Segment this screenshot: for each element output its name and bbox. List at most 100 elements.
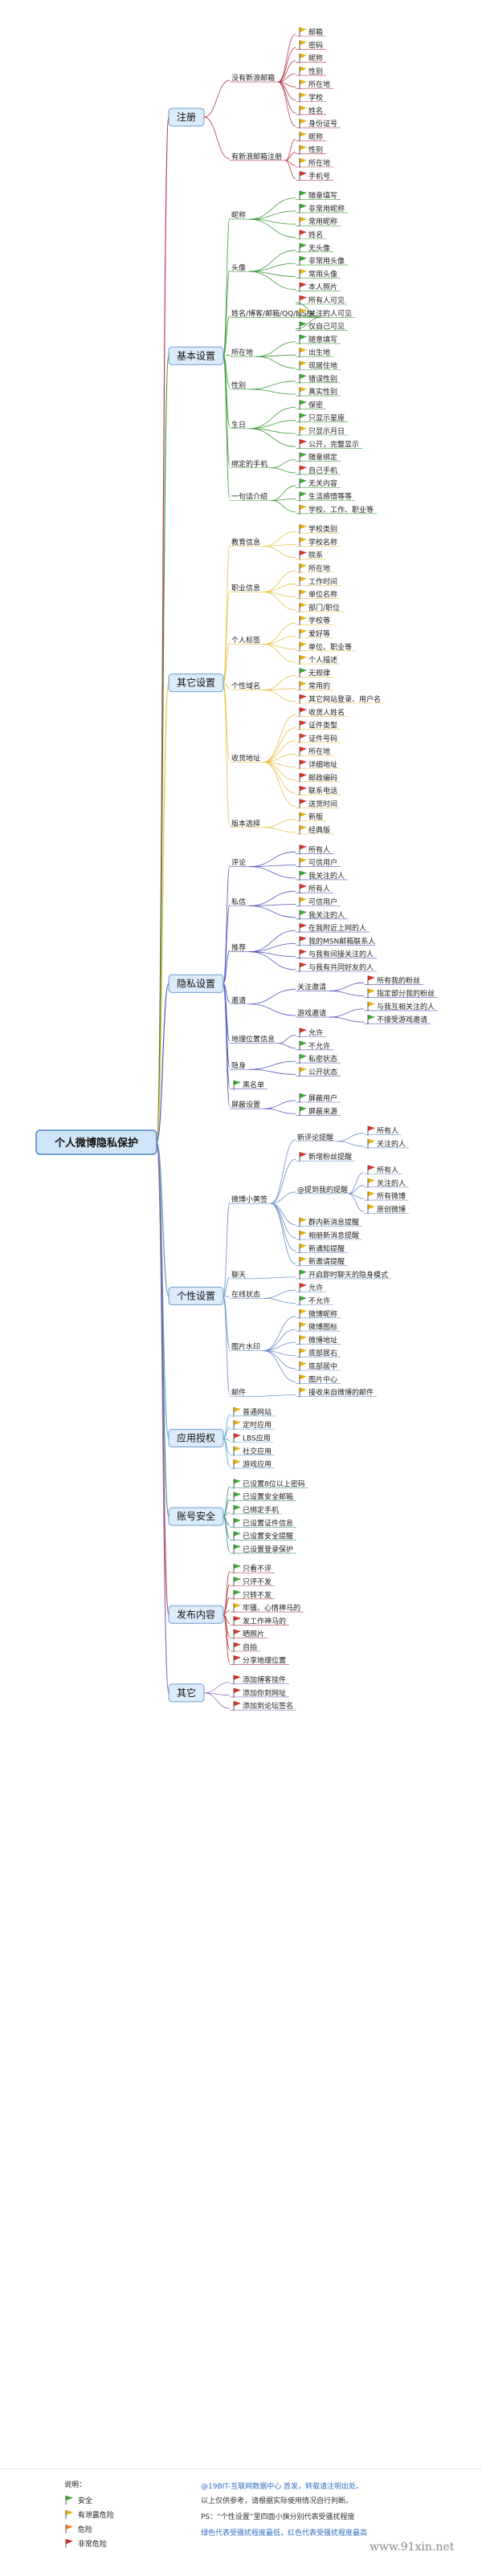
mindmap-node: 允许 xyxy=(263,1283,326,1299)
category-label: 版本选择 xyxy=(231,819,260,828)
connector-line xyxy=(223,983,231,1108)
connector-line xyxy=(263,740,296,763)
option-label: 随意绑定 xyxy=(308,453,337,462)
mindmap-node: 学校类别 xyxy=(263,524,341,547)
connector-line xyxy=(223,1295,231,1349)
flag-shape xyxy=(300,1348,307,1353)
connector-line xyxy=(156,983,170,1143)
mindmap-node: 单位、职业等 xyxy=(263,641,355,652)
mindmap-node: 个人描述 xyxy=(263,644,341,665)
mindmap-node: 不接受游戏邀请 xyxy=(329,1015,431,1025)
option-label: 与我互相关注的人 xyxy=(377,1002,435,1011)
mindmap-node: 公开状态 xyxy=(248,1067,341,1077)
option-label: 收货人姓名 xyxy=(308,707,345,717)
mindmap-node: 不允许 xyxy=(277,1040,333,1051)
flag-shape xyxy=(300,694,307,699)
flag-shape xyxy=(300,1387,307,1393)
option-label: 添加到论坛签名 xyxy=(243,1701,293,1711)
connector-line xyxy=(263,1350,296,1382)
flag-shape xyxy=(234,1642,241,1647)
option-label: 不接受游戏邀请 xyxy=(377,1015,427,1024)
flag-shape xyxy=(300,576,307,582)
mindmap-node: 相册新消息提醒 xyxy=(270,1203,362,1240)
option-label: 已设置安全邮箱 xyxy=(243,1492,293,1502)
category-label: 地理位置信息 xyxy=(231,1035,275,1044)
mindmap-node: 其它设置 xyxy=(156,674,224,1143)
flag-shape xyxy=(368,1178,375,1183)
flag-shape xyxy=(300,747,307,752)
option-label: 新版 xyxy=(308,812,323,822)
mindmap-node: @提到我的提醒 xyxy=(270,1185,349,1204)
option-label: 牢骚、心情神马的 xyxy=(243,1603,300,1613)
option-label: 只评不发 xyxy=(243,1577,272,1587)
connector-line xyxy=(223,983,231,1003)
watermark: www.91xin.net xyxy=(370,2541,455,2554)
flag-shape xyxy=(368,1001,375,1007)
option-label: 相册新消息提醒 xyxy=(308,1231,359,1240)
option-label: 自己手机 xyxy=(308,466,337,475)
flag-shape xyxy=(234,1544,241,1549)
option-label: 底部居中 xyxy=(308,1361,337,1371)
mindmap-node: 开启即时聊天的隐身模式 xyxy=(248,1269,391,1280)
mindmap-node: 性别 xyxy=(277,66,326,83)
option-label: 个人描述 xyxy=(308,655,337,665)
mindmap-node: 可信用户 xyxy=(248,857,341,868)
mindmap-node: 所有人 xyxy=(348,1165,402,1194)
mindmap-node: 学校、工作、职业等 xyxy=(270,500,377,515)
connector-line xyxy=(248,905,296,918)
option-label: 开启即时聊天的隐身模式 xyxy=(308,1270,388,1280)
mindmap-node: 已设置安全邮箱 xyxy=(223,1491,296,1517)
connector-line xyxy=(329,982,365,991)
flag-shape xyxy=(300,1028,307,1033)
option-label: 屏蔽来源 xyxy=(308,1106,337,1116)
option-label: 发工作神马的 xyxy=(243,1616,286,1626)
mindmap-node: 所有人可见 xyxy=(295,295,348,318)
flag-shape xyxy=(300,321,307,327)
category-label: 个人标签 xyxy=(231,636,260,645)
flag-shape xyxy=(300,799,307,804)
connector-line xyxy=(263,546,296,559)
connector-line xyxy=(263,636,296,645)
flag-shape xyxy=(300,897,307,902)
option-label: 屏蔽用户 xyxy=(308,1093,337,1103)
connector-line xyxy=(248,930,296,952)
flag-shape xyxy=(300,681,307,686)
note-line-4: 绿色代表受骚扰程度最低，红色代表受骚扰程度最高 xyxy=(201,2529,368,2537)
option-label: 经典版 xyxy=(308,825,330,835)
connector-line xyxy=(248,1068,296,1075)
option-label: 联系电话 xyxy=(308,786,337,796)
option-label: 不允许 xyxy=(308,1041,330,1051)
mindmap-node: 与我有共同好友的人 xyxy=(248,951,377,972)
flag-shape xyxy=(368,988,375,994)
flag-shape xyxy=(300,66,307,71)
category-label: 邮件 xyxy=(231,1388,246,1398)
mindmap-node: 隐私设置 xyxy=(156,974,224,1143)
connector-line xyxy=(336,1133,365,1142)
option-label: 社交应用 xyxy=(243,1447,272,1456)
flag-shape xyxy=(234,1603,241,1609)
mindmap-node: 已绑定手机 xyxy=(223,1505,282,1517)
flag-shape xyxy=(234,1505,241,1510)
option-label: 证件类型 xyxy=(308,721,337,730)
mindmap-node: 邀请 xyxy=(223,983,249,1005)
mindmap-node: 所在地 xyxy=(263,564,333,592)
connector-line xyxy=(223,590,231,684)
connector-line xyxy=(263,690,296,702)
option-label: 允许 xyxy=(308,1028,323,1038)
flag-shape xyxy=(300,759,307,765)
mindmap-node: 可信用户 xyxy=(248,897,341,907)
option-label: 常用昵称 xyxy=(308,217,337,226)
mindmap-node: 原创微博 xyxy=(348,1193,409,1215)
option-label: 只显示星座 xyxy=(308,413,345,423)
option-label: 所在地 xyxy=(308,747,330,756)
option-label: 学校名称 xyxy=(308,537,337,547)
connector-line xyxy=(223,1414,231,1439)
mindmap-node: 收货地址 xyxy=(223,682,263,763)
flag-shape xyxy=(300,1054,307,1060)
mindmap-node: 账号安全 xyxy=(156,1141,224,1526)
mindmap-node: 身份证号 xyxy=(277,81,341,129)
connector-line xyxy=(223,1486,231,1517)
yellow-flag-icon xyxy=(64,2509,76,2521)
connector-line xyxy=(348,1172,365,1194)
flag-shape xyxy=(368,1165,375,1170)
